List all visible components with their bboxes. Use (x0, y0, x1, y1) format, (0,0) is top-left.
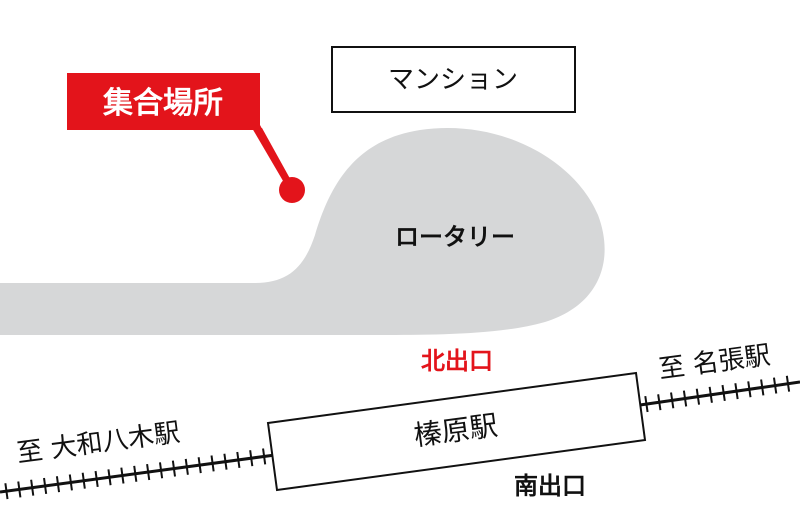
railway-tie (43, 477, 48, 494)
railway-tie (223, 453, 228, 470)
south-exit-label: 南出口 (514, 472, 586, 500)
railway-tie (197, 457, 202, 474)
railway-tie (210, 455, 215, 472)
direction-left-label: 至 大和八木駅 (15, 418, 182, 469)
railway-tie (158, 462, 164, 479)
meeting-point-label: 集合場所 (102, 86, 223, 121)
railway-line-right (639, 375, 800, 413)
railway-tie (30, 479, 35, 496)
mansion-label: マンション (388, 65, 518, 95)
railway-tie (17, 481, 22, 498)
railway-tie (747, 381, 752, 398)
railway-tie (708, 386, 713, 403)
meeting-point-marker (279, 177, 305, 203)
mansion-building (331, 46, 576, 113)
railway-tie (146, 464, 151, 481)
railway-tie (249, 450, 254, 467)
railway-tie (760, 379, 765, 396)
railway-tie (657, 394, 662, 411)
railway-tie (695, 388, 701, 405)
railway-tie (721, 384, 726, 402)
railway-tie (171, 460, 176, 477)
rotary-road-area (0, 127, 605, 335)
meeting-point-leader-line (253, 119, 294, 189)
railway-tie (734, 383, 739, 400)
railway-tie (785, 375, 791, 392)
railway-line-left (0, 448, 276, 500)
direction-right-label: 至 名張駅 (657, 341, 772, 385)
railway-tie (94, 470, 99, 488)
station-building (266, 371, 647, 492)
railway-tie (120, 467, 125, 484)
railway-tie (236, 451, 241, 468)
railway-tie (682, 390, 688, 407)
rotary-label: ロータリー (395, 223, 515, 251)
north-exit-label: 北出口 (421, 347, 493, 375)
railway-tie (133, 465, 138, 482)
railway-tie (107, 469, 112, 486)
railway-tie (55, 476, 61, 493)
railway-tie (644, 396, 649, 413)
railway-tie (670, 392, 675, 409)
railway-tie (81, 472, 86, 489)
railway-tie (772, 377, 778, 394)
railway-tie (68, 474, 73, 491)
railway-tie (4, 483, 9, 500)
railway-tie (184, 458, 189, 475)
meeting-point-callout-box (67, 73, 260, 130)
railway-tie (262, 448, 267, 465)
